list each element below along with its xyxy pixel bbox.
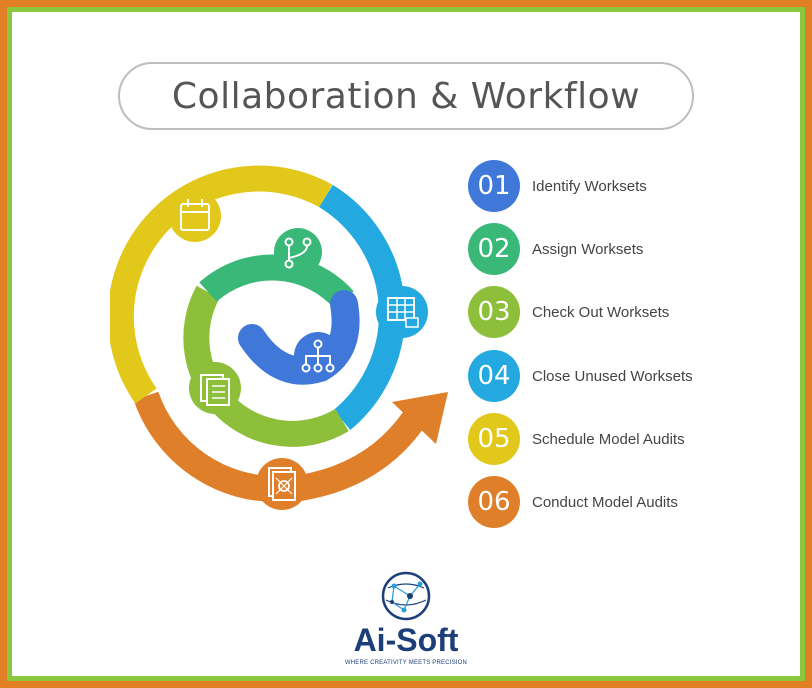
- branch-icon: [274, 228, 322, 276]
- step-label: Check Out Worksets: [532, 303, 670, 321]
- step-06: 06 Conduct Model Audits: [468, 476, 768, 528]
- step-03: 03 Check Out Worksets: [468, 286, 768, 338]
- safe-icon: [256, 458, 308, 510]
- step-number-badge: 05: [468, 413, 520, 465]
- spiral-segment-yellow: [110, 165, 333, 404]
- step-number-badge: 01: [468, 160, 520, 212]
- step-02: 02 Assign Worksets: [468, 223, 768, 275]
- title-pill: Collaboration & Workflow: [118, 62, 694, 130]
- step-label: Schedule Model Audits: [532, 430, 685, 448]
- calendar-icon: [169, 190, 221, 242]
- step-label: Conduct Model Audits: [532, 493, 678, 511]
- hierarchy-icon: [294, 332, 342, 380]
- step-number-badge: 03: [468, 286, 520, 338]
- step-label: Assign Worksets: [532, 240, 644, 258]
- step-01: 01 Identify Worksets: [468, 160, 768, 212]
- logo-tagline: WHERE CREATIVITY MEETS PRECISION: [344, 660, 468, 666]
- step-label: Close Unused Worksets: [532, 367, 693, 385]
- spiral-segment-green: [199, 254, 354, 309]
- logo-wordmark: Ai-Soft: [353, 622, 459, 658]
- checklist-icon: [189, 362, 241, 414]
- ai-soft-logo: Ai-Soft WHERE CREATIVITY MEETS PRECISION: [336, 568, 476, 668]
- spiral-diagram: [110, 165, 448, 510]
- globe-network-icon: [381, 571, 431, 621]
- page-title: Collaboration & Workflow: [171, 75, 641, 117]
- step-label: Identify Worksets: [532, 177, 647, 195]
- step-05: 05 Schedule Model Audits: [468, 413, 768, 465]
- spreadsheet-lock-icon: [376, 286, 428, 338]
- step-04: 04 Close Unused Worksets: [468, 350, 768, 402]
- step-number-badge: 02: [468, 223, 520, 275]
- inner-border: [7, 7, 805, 681]
- arrow-head: [392, 392, 448, 444]
- step-number-badge: 06: [468, 476, 520, 528]
- step-number-badge: 04: [468, 350, 520, 402]
